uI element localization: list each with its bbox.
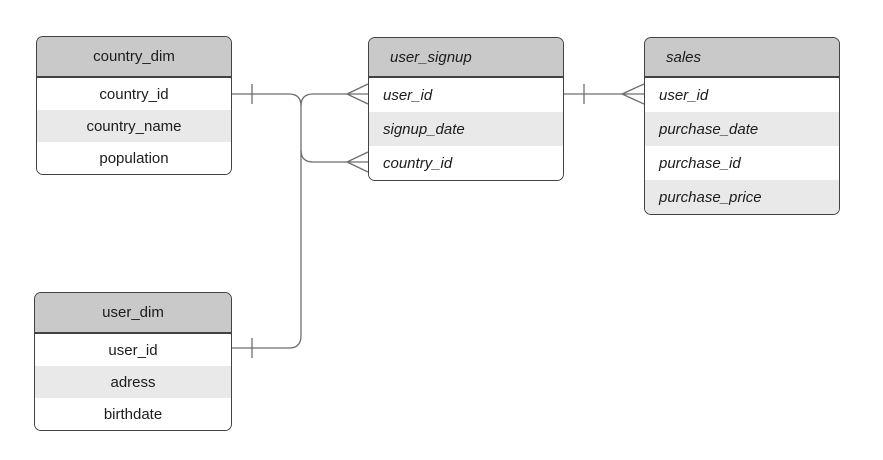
table-title: user_dim xyxy=(102,304,164,321)
table-rows: user_id purchase_date purchase_id purcha… xyxy=(645,78,839,214)
relationship-line[interactable] xyxy=(300,93,347,107)
table-row[interactable]: purchase_id xyxy=(645,146,839,180)
column-name: user_id xyxy=(659,86,709,104)
table-title: sales xyxy=(666,48,702,66)
table-row[interactable]: country_id xyxy=(37,78,231,110)
table-row[interactable]: population xyxy=(37,142,231,174)
connector-user-signup-sales[interactable] xyxy=(564,83,645,105)
column-name: birthdate xyxy=(103,405,163,423)
table-row[interactable]: country_id xyxy=(369,146,563,180)
table-row[interactable]: signup_date xyxy=(369,112,563,146)
table-row[interactable]: adress xyxy=(35,366,231,398)
crow-foot-many-icon xyxy=(345,83,369,105)
table-row[interactable]: country_name xyxy=(37,110,231,142)
table-rows: user_id adress birthdate xyxy=(35,334,231,430)
relationship-line[interactable] xyxy=(300,149,347,163)
relationship-line[interactable] xyxy=(232,93,302,349)
table-rows: user_id signup_date country_id xyxy=(369,78,563,180)
table-title: country_dim xyxy=(93,48,175,65)
table-row[interactable]: user_id xyxy=(369,78,563,112)
column-name: country_name xyxy=(86,117,182,135)
column-name: purchase_id xyxy=(659,154,741,172)
column-name: purchase_price xyxy=(659,188,762,206)
table-user-dim[interactable]: user_dim user_id adress birthdate xyxy=(34,292,232,431)
table-row[interactable]: user_id xyxy=(35,334,231,366)
table-header[interactable]: sales xyxy=(645,38,839,78)
table-row[interactable]: birthdate xyxy=(35,398,231,430)
column-name: purchase_date xyxy=(659,120,759,138)
table-country-dim[interactable]: country_dim country_id country_name popu… xyxy=(36,36,232,175)
connector-country-dim-user-dim-trunk[interactable] xyxy=(232,84,302,358)
table-row[interactable]: purchase_date xyxy=(645,112,839,146)
column-name: country_id xyxy=(99,85,169,103)
crow-foot-many-icon xyxy=(620,83,645,105)
connector-to-user-signup-user-id[interactable] xyxy=(300,83,369,107)
column-name: signup_date xyxy=(383,120,465,138)
column-name: country_id xyxy=(383,154,453,172)
column-name: population xyxy=(99,149,169,167)
connector-to-user-signup-country-id[interactable] xyxy=(300,149,369,173)
crow-foot-many-icon xyxy=(345,151,369,173)
table-row[interactable]: purchase_price xyxy=(645,180,839,214)
table-title: user_signup xyxy=(390,48,472,66)
table-row[interactable]: user_id xyxy=(645,78,839,112)
table-header[interactable]: country_dim xyxy=(37,37,231,78)
column-name: user_id xyxy=(108,341,158,359)
table-header[interactable]: user_signup xyxy=(369,38,563,78)
table-rows: country_id country_name population xyxy=(37,78,231,174)
table-header[interactable]: user_dim xyxy=(35,293,231,334)
table-sales[interactable]: sales user_id purchase_date purchase_id … xyxy=(644,37,840,215)
column-name: adress xyxy=(110,373,156,391)
table-user-signup[interactable]: user_signup user_id signup_date country_… xyxy=(368,37,564,181)
column-name: user_id xyxy=(383,86,433,104)
